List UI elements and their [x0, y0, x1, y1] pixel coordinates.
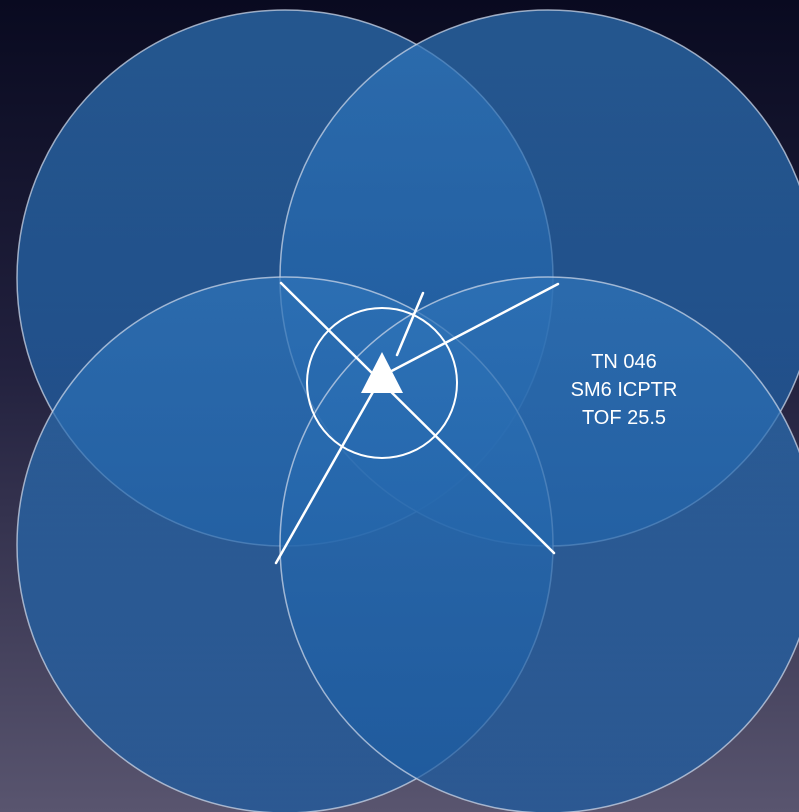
- bearing-line-ne: [380, 282, 560, 378]
- target-ring-icon: [306, 307, 458, 459]
- track-info-label: TN 046 SM6 ICPTR TOF 25.5: [571, 351, 678, 429]
- bearing-lines: [274, 281, 560, 565]
- weapon-text: SM6 ICPTR: [571, 379, 678, 401]
- bearing-line-sw: [274, 374, 384, 565]
- coverage-circles: [16, 9, 799, 812]
- track-number-text: TN 046: [591, 351, 657, 373]
- triangle-icon[interactable]: [361, 352, 403, 393]
- bearing-line-nne: [395, 291, 425, 357]
- time-of-flight-text: TOF 25.5: [582, 407, 666, 429]
- bearing-line-nw-se: [279, 281, 556, 555]
